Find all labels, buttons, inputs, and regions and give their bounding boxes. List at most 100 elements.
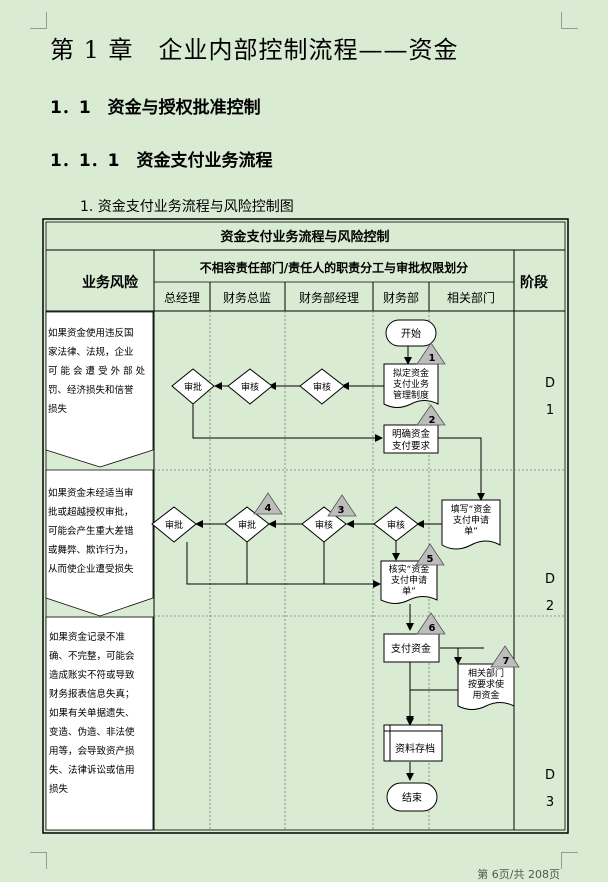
svg-text:如果资金记录不准: 如果资金记录不准 xyxy=(49,631,126,643)
svg-text:可能会产生重大差错: 可能会产生重大差错 xyxy=(48,525,134,537)
svg-text:2: 2 xyxy=(546,599,554,614)
approve-diamond-1 xyxy=(171,368,215,405)
svg-text:可 能 会 遭 受 外 部 处: 可 能 会 遭 受 外 部 处 xyxy=(48,365,146,377)
svg-text:批或超越授权审批，: 批或超越授权审批， xyxy=(48,506,134,518)
svg-text:如果资金使用违反国: 如果资金使用违反国 xyxy=(48,327,134,339)
duties-header: 不相容责任部门/责任人的职责分工与审批权限划分 xyxy=(200,260,468,275)
chapter-title: 第 1 章 企业内部控制流程——资金 xyxy=(50,36,459,64)
risk-header: 业务风险 xyxy=(82,274,139,291)
approve-diamond-2 xyxy=(224,506,270,543)
control-number: 4 xyxy=(265,503,272,514)
page-footer: 第 6页/共 208页 xyxy=(477,868,560,881)
review-label: 审核 xyxy=(313,381,331,393)
role-header: 财务部 xyxy=(383,290,419,305)
svg-text:用等，会导致资产损: 用等，会导致资产损 xyxy=(49,745,135,757)
svg-text:造成账实不符或导致: 造成账实不符或导致 xyxy=(49,669,135,681)
risk-text-2: 如果资金未经适当审 批或超越授权审批， 可能会产生重大差错 或舞弊、欺诈行为， … xyxy=(48,487,134,575)
svg-text:财务报表信息失真；: 财务报表信息失真； xyxy=(49,688,135,700)
start-node xyxy=(385,319,437,347)
use-label: 相关部门 xyxy=(468,667,504,679)
control-marker xyxy=(415,543,445,566)
review-label: 审核 xyxy=(387,519,405,531)
svg-text:损失: 损失 xyxy=(49,783,69,795)
fill-label: 填写“资金 xyxy=(451,503,492,515)
role-header: 财务部经理 xyxy=(299,290,359,305)
risk-text-3: 如果资金记录不准 确、不完整，可能会 造成账实不符或导致 财务报表信息失真； 如… xyxy=(49,631,135,795)
draft-label: 管理制度 xyxy=(393,389,429,401)
control-markers xyxy=(253,342,520,668)
approve-label: 审批 xyxy=(238,519,256,531)
verify-label: 核实“资金 xyxy=(389,563,430,575)
control-marker xyxy=(416,342,446,365)
clarify-node xyxy=(383,424,439,454)
svg-text:1: 1 xyxy=(546,403,554,418)
fill-form-node xyxy=(441,499,501,550)
control-number: 1 xyxy=(429,353,436,364)
lane-dividers xyxy=(154,311,565,830)
draft-label: 拟定资金 xyxy=(393,367,429,379)
svg-text:如果有关单据遗失、: 如果有关单据遗失、 xyxy=(49,707,135,719)
use-label: 按要求使 xyxy=(468,678,504,690)
table-frame xyxy=(42,218,569,834)
table-title: 资金支付业务流程与风险控制 xyxy=(220,229,389,245)
svg-text:D: D xyxy=(545,572,555,587)
connectors xyxy=(186,346,485,781)
review-label: 审核 xyxy=(315,519,333,531)
control-number: 3 xyxy=(338,505,345,516)
fill-label: 支付申请 xyxy=(453,514,489,526)
pay-node xyxy=(383,633,440,663)
use-funds-node xyxy=(457,663,515,710)
draft-label: 支付业务 xyxy=(393,378,429,390)
archive-label: 资料存档 xyxy=(395,742,435,755)
end-node xyxy=(386,782,438,812)
risk-text-1: 如果资金使用违反国 家法律、法规，企业 可 能 会 遭 受 外 部 处 罚、经济… xyxy=(48,327,146,415)
end-label: 结束 xyxy=(402,791,422,804)
fill-label: 单” xyxy=(464,525,478,537)
svg-text:确、不完整，可能会: 确、不完整，可能会 xyxy=(49,650,135,662)
svg-text:或舞弊、欺诈行为，: 或舞弊、欺诈行为， xyxy=(48,544,134,556)
role-header: 总经理 xyxy=(164,291,200,305)
review-diamond-1 xyxy=(227,368,273,405)
control-marker xyxy=(416,612,446,635)
verify-label: 支付申请 xyxy=(391,574,427,586)
clarify-label: 明确资金 xyxy=(392,428,431,440)
control-marker xyxy=(490,645,520,668)
control-number: 5 xyxy=(427,554,434,565)
svg-text:失、法律诉讼或信用: 失、法律诉讼或信用 xyxy=(49,764,135,776)
svg-text:D: D xyxy=(545,768,555,783)
review-diamond-2 xyxy=(299,368,345,405)
crop-mark xyxy=(561,12,578,29)
pay-label: 支付资金 xyxy=(391,642,431,655)
stage-header: 阶段 xyxy=(520,274,548,291)
svg-text:3: 3 xyxy=(546,795,554,810)
crop-mark xyxy=(30,852,47,869)
draft-policy-node xyxy=(383,363,439,408)
section-title: 1．1 资金与授权批准控制 xyxy=(50,98,261,118)
svg-text:D: D xyxy=(545,376,555,391)
approve-label: 审批 xyxy=(165,519,183,531)
svg-text:罚、经济损失和信誉: 罚、经济损失和信誉 xyxy=(48,384,134,396)
risk-shapes xyxy=(45,311,154,831)
start-label: 开始 xyxy=(401,327,421,340)
control-marker xyxy=(253,492,283,515)
svg-text:家法律、法规，企业: 家法律、法规，企业 xyxy=(48,346,134,358)
role-header: 财务总监 xyxy=(223,290,271,305)
review-diamond-3 xyxy=(373,506,419,542)
approve-diamond-3 xyxy=(151,506,197,543)
figure-caption: 1. 资金支付业务流程与风险控制图 xyxy=(80,199,294,215)
crop-mark xyxy=(561,852,578,869)
review-label: 审核 xyxy=(241,381,259,393)
use-label: 用资金 xyxy=(472,689,499,701)
stage-labels: D 1 D 2 D 3 xyxy=(545,376,555,810)
approve-label: 审批 xyxy=(184,381,202,393)
role-header: 相关部门 xyxy=(447,290,495,305)
crop-mark xyxy=(30,12,47,29)
control-number: 6 xyxy=(429,623,436,634)
control-number: 7 xyxy=(503,656,510,667)
svg-text:从而使企业遭受损失: 从而使企业遭受损失 xyxy=(48,563,134,575)
verify-label: 单” xyxy=(402,585,416,597)
control-number: 2 xyxy=(429,415,436,426)
archive-node xyxy=(383,724,443,762)
clarify-label: 支付要求 xyxy=(392,440,431,452)
